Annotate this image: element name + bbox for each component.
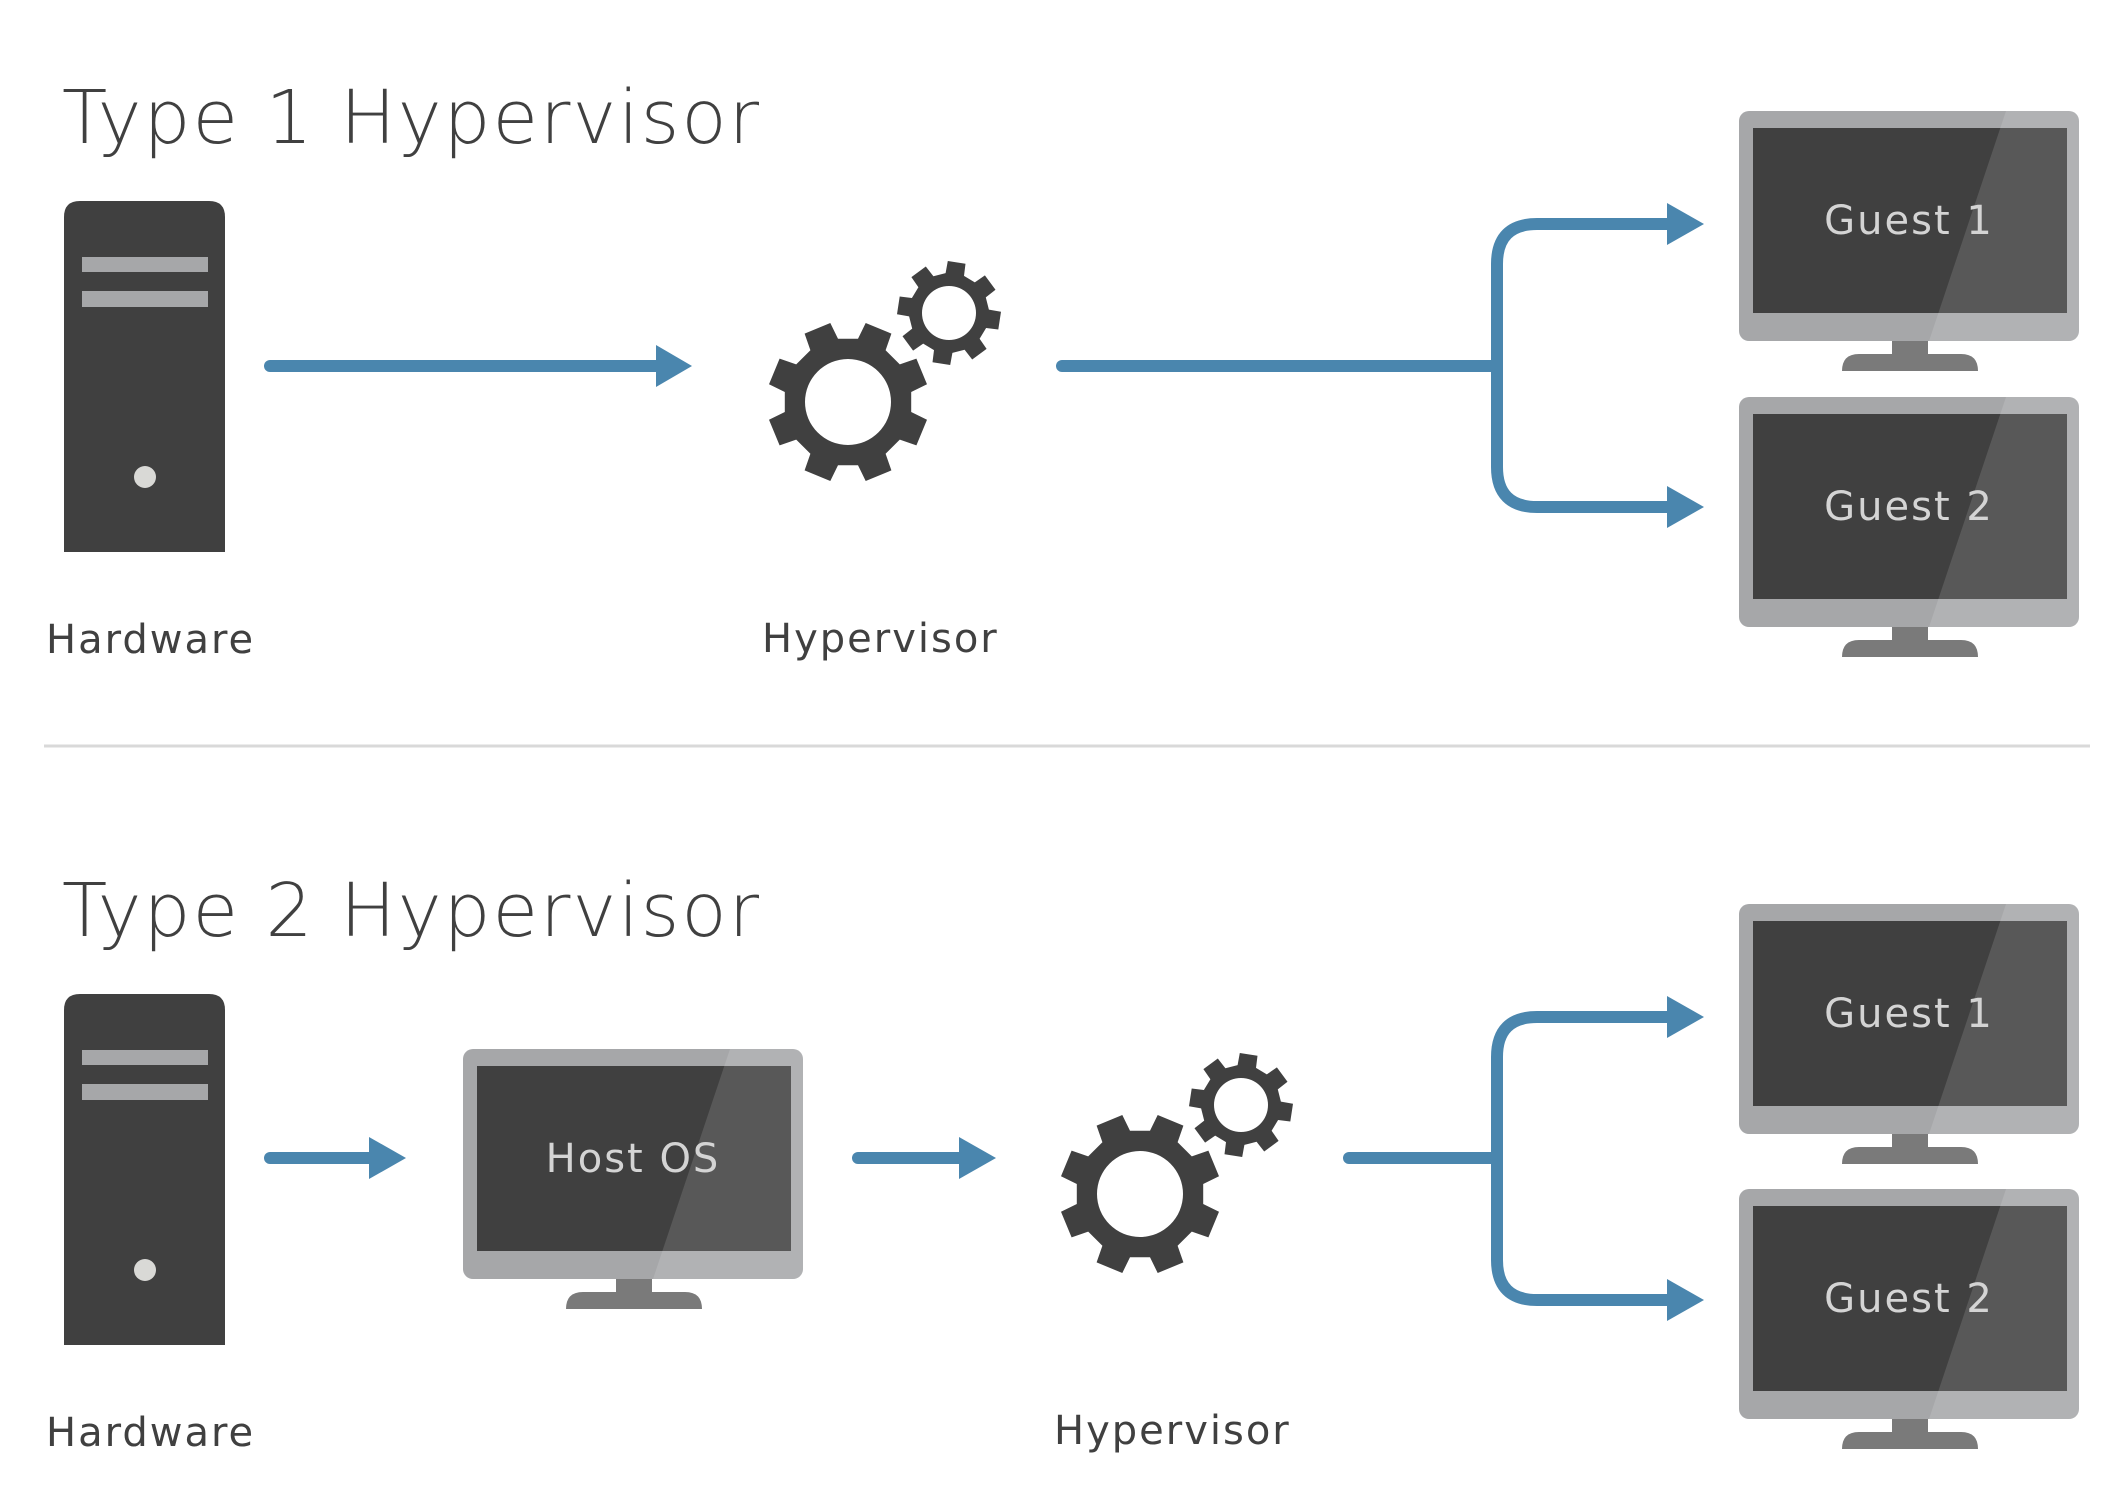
monitor-icon-guest-2: Guest 2	[1739, 1189, 2079, 1449]
section-title: Type 1 Hypervisor	[62, 75, 761, 161]
gears-icon	[769, 261, 1001, 481]
server-tower-icon	[64, 994, 225, 1345]
small-gear	[897, 261, 1001, 365]
monitor-icon-guest-1: Guest 1	[1739, 904, 2079, 1164]
node-label-hypervisor: Hypervisor	[1054, 1408, 1291, 1454]
screen-text: Guest 2	[1824, 1276, 1994, 1322]
screen-text: Guest 1	[1824, 198, 1994, 244]
section-title: Type 2 Hypervisor	[62, 868, 761, 954]
server-tower-icon	[64, 201, 225, 552]
monitor-icon-host-os: Host OS	[463, 1049, 803, 1309]
large-gear	[769, 323, 927, 481]
flow-arrow	[264, 345, 692, 387]
screen-text: Host OS	[546, 1136, 721, 1182]
type2-section: Type 2 Hypervisor Hardware Host OS Hyper…	[46, 868, 2079, 1456]
large-gear	[1061, 1115, 1219, 1273]
branch-arrow	[1056, 203, 1704, 528]
flow-arrow	[264, 1137, 406, 1179]
screen-text: Guest 2	[1824, 484, 1994, 530]
node-label-hypervisor: Hypervisor	[762, 616, 999, 662]
node-label-hardware: Hardware	[46, 617, 255, 663]
flow-arrow	[852, 1137, 996, 1179]
monitor-icon-guest-1: Guest 1	[1739, 111, 2079, 371]
branch-arrow	[1343, 996, 1704, 1321]
small-gear	[1189, 1053, 1293, 1157]
node-label-hardware: Hardware	[46, 1410, 255, 1456]
gears-icon	[1061, 1053, 1293, 1273]
screen-text: Guest 1	[1824, 991, 1994, 1037]
type1-section: Type 1 Hypervisor Hardware Hypervisor Gu…	[46, 75, 2079, 663]
monitor-icon-guest-2: Guest 2	[1739, 397, 2079, 657]
